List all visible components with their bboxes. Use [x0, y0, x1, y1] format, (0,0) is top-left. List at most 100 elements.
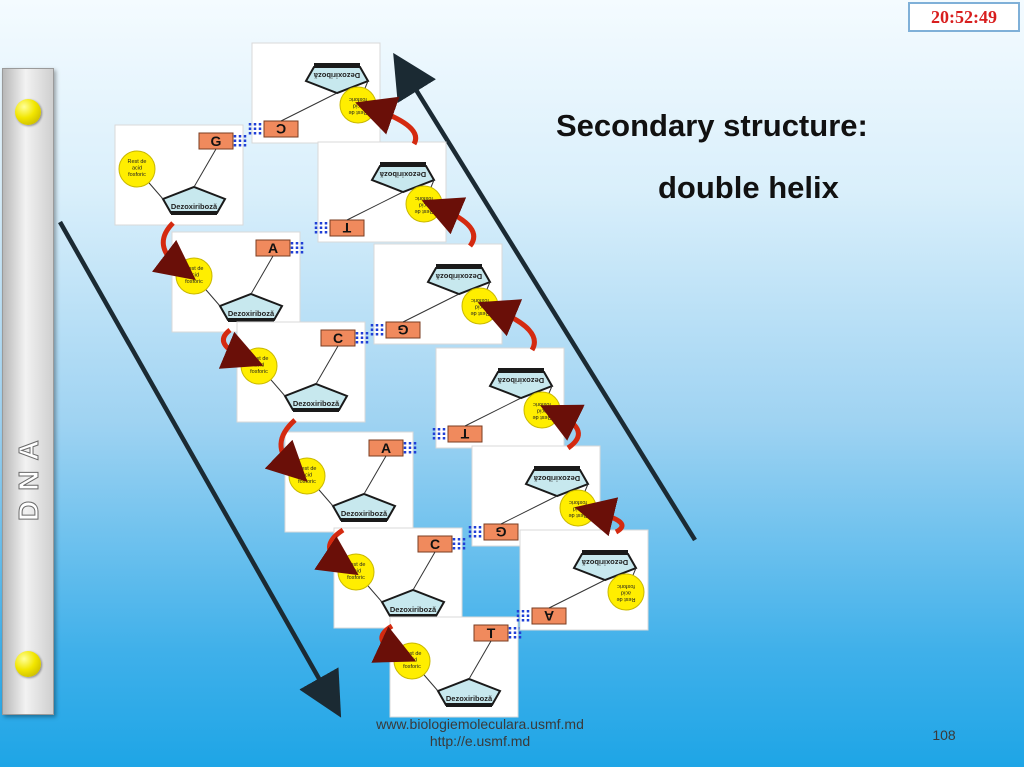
phosphodiester-arrow [151, 221, 196, 281]
sugar-pentagon [161, 185, 227, 214]
sugar-pentagon [436, 677, 502, 706]
sugar-bond-bar [341, 518, 387, 522]
base-link [346, 191, 404, 221]
base-link [412, 551, 436, 591]
base-box [320, 329, 356, 347]
slide-subtitle: double helix [658, 170, 839, 205]
sugar-bond-bar [582, 550, 628, 554]
phosphate-link [193, 275, 221, 307]
sugar-label: Dezoxiriboză [313, 71, 360, 80]
base-letter: C [430, 536, 440, 552]
nucleotide-panel [333, 527, 463, 629]
phosphate-label: Rest deacidfosforic [569, 499, 588, 518]
sugar-pentagon [331, 492, 397, 521]
phosphodiester-arrow [264, 418, 308, 482]
nucleotide-panel [317, 141, 447, 243]
sugar-bond-bar [380, 162, 426, 166]
sugar-bond-bar [228, 318, 274, 322]
phosphate-circle [393, 642, 431, 680]
sugar-pentagon [283, 382, 349, 411]
phosphodiester-arrow [355, 96, 418, 146]
sugar-bond-bar [390, 614, 436, 618]
phosphate-label: Rest deacidfosforic [617, 583, 636, 602]
base-box [447, 425, 483, 443]
phosphate-label: Rest deacidfosforic [415, 195, 434, 214]
phosphodiester-arrow [218, 328, 264, 369]
sugar-pentagon [380, 588, 446, 617]
phosphate-circle [339, 86, 377, 124]
base-letter: T [460, 426, 469, 442]
slide-title: Secondary structure: [556, 108, 868, 143]
dna-vertical-label: DNA [13, 430, 45, 522]
phosphate-circle [175, 257, 213, 295]
sugar-label: Dezoxiriboză [293, 399, 340, 408]
phosphate-circle [461, 287, 499, 325]
phosphate-link [258, 365, 286, 397]
base-box [417, 535, 453, 553]
base-link [193, 148, 217, 188]
sugar-label: Dezoxiriboză [533, 474, 580, 483]
sugar-pentagon [488, 371, 554, 400]
phosphate-link [136, 168, 164, 200]
sugar-pentagon [426, 267, 492, 296]
base-box [531, 607, 567, 625]
base-letter: A [381, 440, 391, 456]
nucleotide-panel [284, 431, 414, 533]
footer-links: www.biologiemoleculara.usmf.md http://e.… [320, 716, 640, 750]
page-number: 108 [932, 727, 956, 743]
base-box [263, 120, 299, 138]
phosphodiester-arrow [574, 497, 625, 537]
phosphate-circle [288, 457, 326, 495]
sugar-bond-bar [446, 703, 492, 707]
strand-direction-arrow-left [58, 220, 342, 718]
phosphate-label: Rest deacidfosforic [533, 401, 552, 420]
base-box [198, 132, 234, 150]
phosphate-link [423, 179, 435, 205]
bullet-dot-bottom [15, 651, 41, 677]
nucleotide-panel [171, 231, 301, 333]
nucleotide-panel [519, 529, 649, 631]
sugar-pentagon [572, 553, 638, 582]
sugar-label: Dezoxiriboză [581, 558, 628, 567]
phosphate-link [357, 80, 369, 106]
phosphate-circle [337, 553, 375, 591]
base-link [250, 255, 274, 295]
sugar-bond-bar [436, 264, 482, 268]
base-box [255, 239, 291, 257]
base-link [468, 640, 492, 680]
base-link [402, 293, 460, 323]
base-letter: T [487, 625, 496, 641]
footer-website[interactable]: www.biologiemoleculara.usmf.md [376, 716, 584, 732]
base-link [500, 495, 558, 525]
sugar-label: Dezoxiriboză [379, 170, 426, 179]
phosphate-label: Rest deacidfosforic [471, 297, 490, 316]
base-letter: A [268, 240, 278, 256]
side-panel: DNA [2, 68, 54, 715]
phosphodiester-arrow [540, 404, 585, 451]
base-letter: C [276, 121, 286, 137]
base-letter: T [342, 220, 351, 236]
footer-elearning[interactable]: http://e.usmf.md [429, 733, 531, 749]
base-box [483, 523, 519, 541]
sugar-label: Dezoxiriboză [171, 202, 218, 211]
phosphate-link [577, 483, 589, 509]
bullet-dot-top [15, 99, 41, 125]
sugar-bond-bar [293, 408, 339, 412]
sugar-bond-bar [314, 63, 360, 67]
phosphate-label: Rest deacidfosforic [349, 96, 368, 115]
nucleotide-panel [471, 445, 601, 547]
phosphate-circle [240, 347, 278, 385]
sugar-pentagon [218, 292, 284, 321]
base-link [315, 345, 339, 385]
